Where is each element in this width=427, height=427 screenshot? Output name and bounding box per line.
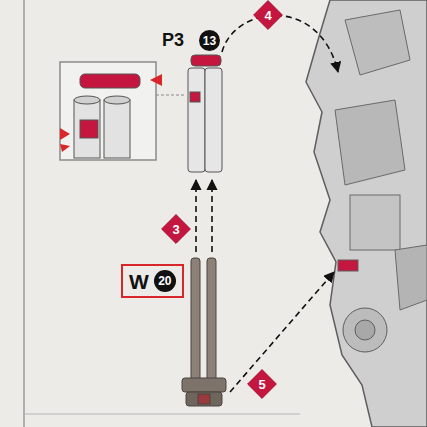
- red-piece: [190, 92, 200, 102]
- diamond-fill: [248, 370, 277, 399]
- node-text: 13: [203, 35, 216, 47]
- red-piece: [80, 74, 140, 88]
- assembly-arrow: [222, 15, 338, 72]
- red-piece: [191, 55, 221, 66]
- base-detail: [198, 394, 210, 404]
- pointer: [150, 74, 162, 86]
- body-detail: [335, 100, 405, 185]
- node-text: 4: [264, 9, 271, 22]
- body-detail: [395, 245, 427, 310]
- red-joint: [338, 260, 358, 271]
- base: [182, 378, 226, 392]
- cylinder-top: [74, 96, 100, 104]
- rod: [191, 258, 200, 382]
- step-diamond: 3: [161, 214, 191, 244]
- pointer: [60, 128, 70, 140]
- body-outline: [306, 0, 427, 427]
- red-piece: [80, 120, 98, 138]
- page-frame: [23, 0, 25, 427]
- base: [186, 392, 222, 406]
- part-tree-box: W 20: [121, 264, 184, 298]
- part-number-circle: 13: [199, 30, 220, 51]
- cylinder: [205, 68, 222, 172]
- cylinder: [104, 100, 130, 158]
- assembly-arrow: [230, 272, 334, 392]
- node-text: 5: [258, 378, 265, 391]
- body-detail: [345, 10, 410, 75]
- body-illustration: [306, 0, 427, 427]
- rod: [207, 258, 216, 382]
- assembly-arrow: [211, 180, 213, 252]
- cylinder: [188, 68, 205, 172]
- leader-line: [156, 95, 185, 96]
- p3-part: [188, 55, 222, 172]
- pointer: [60, 144, 70, 152]
- node-text: W: [129, 271, 149, 292]
- node-text: 3: [172, 223, 179, 236]
- assembly-arrow: [195, 180, 197, 252]
- cylinder: [74, 100, 100, 158]
- node-text: 20: [158, 275, 171, 287]
- body-joint: [355, 320, 375, 340]
- part-tree-label: P3: [162, 31, 184, 49]
- diamond-fill: [162, 215, 191, 244]
- body-joint: [343, 308, 387, 352]
- step-diamond: 4: [253, 0, 283, 30]
- cylinder-top: [104, 96, 130, 104]
- inset-frame: [60, 62, 156, 160]
- w-part: [182, 258, 226, 406]
- part-number-circle: 20: [154, 270, 176, 292]
- step-diamond: 5: [247, 369, 277, 399]
- page-frame: [24, 414, 300, 415]
- body-detail: [350, 195, 400, 250]
- inset-detail: [60, 62, 162, 160]
- diamond-fill: [254, 1, 283, 30]
